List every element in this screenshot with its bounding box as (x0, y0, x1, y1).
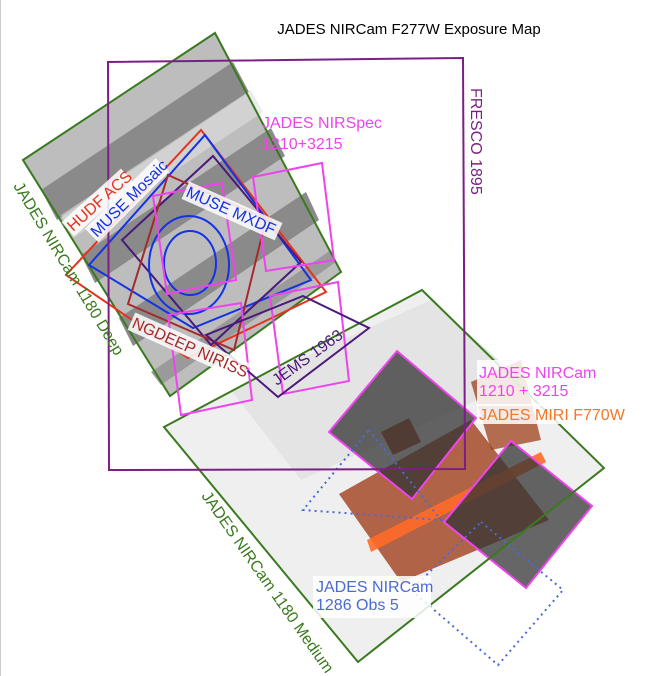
jems-outline (204, 294, 371, 399)
nircam-1286-label-1: JADES NIRCam (316, 579, 433, 596)
nircam-1210-label-2: 1210 + 3215 (479, 383, 569, 400)
deep-outline (21, 31, 343, 398)
nircam-1286-footprint-b (409, 520, 565, 667)
nircam-1286-label-2: 1286 Obs 5 (316, 597, 399, 614)
medium-outline (162, 288, 606, 664)
fresco-outline (106, 56, 467, 472)
nirspec-label-2: 1210+3215 (262, 136, 343, 153)
nircam-1210-label-1: JADES NIRCam (479, 365, 596, 382)
map-title: JADES NIRCam F277W Exposure Map (277, 21, 540, 38)
muse-mxdf-inner (163, 230, 217, 296)
muse-mxdf-outer (148, 215, 230, 315)
miri-label: JADES MIRI F770W (479, 407, 626, 424)
nircam-1210-footprint-b (442, 439, 594, 590)
nirspec-label-1: JADES NIRSpec (262, 115, 382, 132)
fresco-label: FRESCO 1895 (467, 88, 484, 195)
nircam-1210-footprint-a (327, 349, 478, 501)
nirspec-footprints (151, 161, 351, 417)
